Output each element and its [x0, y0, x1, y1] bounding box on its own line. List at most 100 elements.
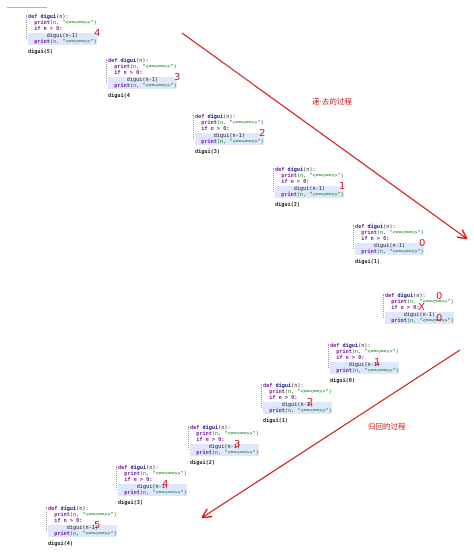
call-line: digui(4 [108, 93, 130, 100]
call-line: digui(3) [118, 500, 143, 507]
code-block: def digui(n): print(n, "<==<==>>") if n … [261, 383, 332, 424]
print-line: print(n, "<==<==>>") [336, 349, 399, 356]
print-line: print(n, "<==<==>>") [124, 471, 187, 478]
handwritten-annotation: 1 [339, 181, 346, 192]
handwritten-annotation: X [418, 302, 425, 313]
recursive-call-line: digui(n-1) [48, 524, 117, 531]
if-line: if n > 0: [361, 236, 390, 243]
code-block: def digui(n): print(n, "<==<==>>") if n … [26, 14, 97, 56]
recursive-call-line: digui(n-1) [108, 76, 177, 83]
print-after-line: print(n, "<==<==>>") [195, 138, 264, 146]
call-line: digui(4) [48, 541, 73, 548]
recursive-call-line: digui(n-1) [275, 185, 344, 192]
if-line: if n > 0: [269, 395, 298, 402]
handwritten-annotation: 5 [94, 520, 101, 531]
if-line: if n > 0: [114, 70, 143, 77]
if-line: if n > 0: [54, 518, 83, 525]
def-line: def digui(n): [385, 293, 426, 299]
print-line: print(n, "<==<==>>") [201, 120, 264, 127]
indent-guide [26, 15, 27, 39]
handwritten-annotation: 4 [162, 479, 169, 490]
def-line: def digui(n): [330, 343, 371, 349]
top-accent-line [7, 7, 47, 8]
handwritten-annotation: 3 [234, 439, 241, 450]
code-block: def digui(n): print(n, "<==<==>>") if n … [193, 114, 264, 156]
recursive-call-line: digui(n-1) [195, 132, 264, 139]
backward-arrow [203, 349, 461, 517]
print-line: print(n, "<==<==>>") [196, 431, 259, 438]
call-line: digui(2) [190, 460, 215, 467]
if-line: if n > 0: [196, 437, 225, 444]
print-after-line: print(n, "<==<==>>") [190, 449, 259, 457]
def-line: def digui(n): [28, 14, 69, 20]
code-block: def digui(n): print(n, "<==<==>>") if n … [383, 293, 454, 328]
indent-guide [273, 168, 274, 192]
print-after-line: print(n, "<==<==>>") [108, 82, 177, 90]
print-line: print(n, "<==<==>>") [361, 230, 424, 237]
forward-label: 递·去的过程 [312, 97, 352, 106]
code-block: def digui(n): print(n, "<==<==>>") if n … [116, 465, 187, 507]
code-block: def digui(n): print(n, "<==<==>>") if n … [273, 167, 344, 209]
print-line: print(n, "<==<==>>") [34, 20, 97, 27]
handwritten-annotation: 2 [259, 128, 266, 139]
code-block: def digui(n): print(n, "<==<==>>") if n … [46, 506, 117, 548]
indent-guide [46, 507, 47, 531]
call-line: digui(1) [355, 259, 380, 266]
indent-guide [106, 59, 107, 83]
def-line: def digui(n): [275, 167, 316, 173]
indent-guide [261, 384, 262, 408]
handwritten-annotation: 0 [436, 291, 443, 302]
print-after-line: print(n, "<==<==>>") [118, 489, 187, 497]
if-line: if n > 0: [201, 126, 230, 133]
print-line: print(n, "<==<==>>") [281, 173, 344, 180]
def-line: def digui(n): [195, 114, 236, 120]
def-line: def digui(n): [355, 224, 396, 230]
handwritten-annotation: 4 [94, 28, 101, 39]
call-line: digui(3) [195, 149, 220, 156]
print-line: print(n, "<==<==>>") [269, 389, 332, 396]
print-after-line: print(n, "<==<==>>") [263, 407, 332, 415]
indent-guide [328, 344, 329, 368]
if-line: if n > 0: [34, 26, 63, 33]
print-after-line: print(n, "<==<==>>") [385, 317, 454, 325]
if-line: if n > 0: [391, 305, 420, 312]
print-line: print(n, "<==<==>>") [54, 512, 117, 519]
handwritten-annotation: 2 [307, 397, 314, 408]
code-block: def digui(n): print(n, "<==<==>>") if n … [328, 343, 399, 385]
call-line: digui(0) [330, 378, 355, 385]
indent-guide [188, 426, 189, 450]
def-line: def digui(n): [48, 506, 89, 512]
if-line: if n > 0: [336, 355, 365, 362]
print-line: print(n, "<==<==>>") [391, 299, 454, 306]
recursive-call-line: digui(n-1) [190, 443, 259, 450]
def-line: def digui(n): [190, 425, 231, 431]
print-after-line: print(n, "<==<==>>") [355, 248, 424, 256]
code-block: def digui(n): print(n, "<==<==>>") if n … [188, 425, 259, 467]
call-line: digui(5) [28, 49, 53, 56]
recursive-call-line: digui(n-1) [355, 242, 424, 249]
recursive-call-line: digui(n-1) [118, 483, 187, 490]
indent-guide [353, 225, 354, 249]
print-line: print(n, "<==<==>>") [114, 64, 177, 71]
print-after-line: print(n, "<==<==>>") [275, 191, 344, 199]
print-after-line: print(n, "<==<==>>") [330, 367, 399, 375]
def-line: def digui(n): [263, 383, 304, 389]
recursive-call-line: digui(n-1) [385, 311, 454, 318]
code-block: def digui(n): print(n, "<==<==>>") if n … [106, 58, 177, 100]
handwritten-annotation: 0 [436, 313, 443, 324]
code-block: def digui(n): print(n, "<==<==>>") if n … [353, 224, 424, 266]
print-after-line: print(n, "<==<==>>") [28, 38, 97, 46]
recursive-call-line: digui(n-1) [28, 32, 97, 39]
call-line: digui(2) [275, 202, 300, 209]
handwritten-annotation: 1 [374, 357, 381, 368]
def-line: def digui(n): [108, 58, 149, 64]
indent-guide [116, 466, 117, 490]
if-line: if n > 0: [124, 477, 153, 484]
forward-arrow [181, 32, 466, 238]
print-after-line: print(n, "<==<==>>") [48, 530, 117, 538]
def-line: def digui(n): [118, 465, 159, 471]
handwritten-annotation: 0 [419, 238, 426, 249]
handwritten-annotation: 3 [174, 72, 181, 83]
recursive-call-line: digui(n-1) [263, 401, 332, 408]
